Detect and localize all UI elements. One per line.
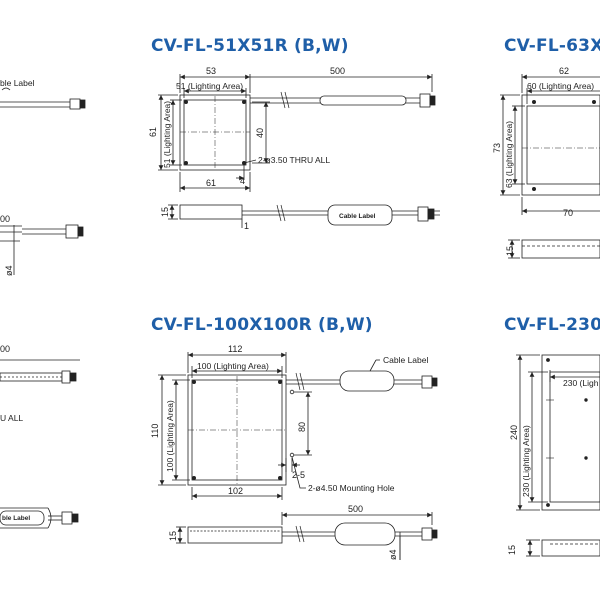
dim-100-side-height-15: 15: [168, 531, 178, 541]
dim-63-width-62: 62: [559, 66, 569, 76]
drawing-51x51-top-view: [158, 74, 436, 192]
dim-63-width-70: 70: [563, 208, 573, 218]
dim-51-side-height-15: 15: [160, 207, 170, 217]
dim-100-cable-500: 500: [348, 504, 363, 514]
dim-51-hole-spacing-40: 40: [255, 128, 265, 138]
dim-51-offset-4: 4: [240, 176, 245, 186]
dim-51-lighting-area: 51 (Lighting Area): [176, 81, 243, 91]
dim-100-height-110: 110: [150, 424, 160, 438]
dim-51-height-61: 61: [148, 127, 158, 137]
drawing-230-side-view: [526, 539, 600, 557]
title-cv-fl-51x51r: CV-FL-51X51R (B,W): [151, 36, 349, 56]
dim-230-lighting-area: 230 (Ligh: [563, 378, 599, 388]
drawing-230-top-view: [516, 354, 600, 511]
dim-230-side-height-15: 15: [507, 545, 517, 555]
dim-63-height-73: 73: [492, 143, 502, 153]
dim-100-cable-phi4: ø4: [388, 549, 398, 560]
dim-100-bottom-102: 102: [228, 486, 243, 496]
dim-51-bottom-61: 61: [206, 178, 216, 188]
dim-63-vertical-lighting-area: 63 (Lighting Area): [504, 121, 514, 188]
left-thru-all-fragment: U ALL: [0, 413, 23, 423]
cable-label-51: Cable Label: [339, 213, 376, 220]
left-phi4-fragment: ø4: [4, 265, 14, 276]
title-cv-fl-63x: CV-FL-63X: [504, 36, 600, 56]
drawing-51x51-side-view: [168, 204, 440, 228]
cable-label-callout-100: Cable Label: [383, 355, 428, 365]
dim-51-width-53: 53: [206, 66, 216, 76]
drawing-100x100-side-view: [176, 512, 438, 560]
dim-100-mounting-holes: 2-ø4.50 Mounting Hole: [308, 483, 395, 493]
dim-230-height-240: 240: [509, 425, 519, 440]
dim-100-lighting-area: 100 (Lighting Area): [197, 361, 269, 371]
dim-100-vertical-lighting-area: 100 (Lighting Area): [165, 400, 175, 472]
dim-51-side-1: 1: [244, 221, 249, 231]
left-cable-label-fragment-b: ble Label: [2, 515, 30, 522]
drawing-100x100-top-view: [158, 352, 438, 500]
dim-51-thru-holes: 2-ø3.50 THRU ALL: [258, 155, 330, 165]
title-cv-fl-100x100r: CV-FL-100X100R (B,W): [151, 315, 373, 335]
dim-230-vertical-lighting-area: 230 (Lighting Area): [521, 425, 531, 497]
dim-100-hole-spacing-80: 80: [297, 422, 307, 432]
dim-51-vertical-lighting-area: 51 (Lighting Area): [162, 101, 172, 168]
dim-100-width-112: 112: [228, 344, 242, 354]
dim-51-cable-500: 500: [330, 66, 345, 76]
left-column-fragments: [0, 87, 86, 529]
dim-100-offset-2-5: 2-5: [292, 470, 305, 480]
left-dim-500-fragment: 00: [0, 214, 10, 224]
dim-63-lighting-area: 60 (Lighting Area): [527, 81, 594, 91]
drawing-63x-side-view: [508, 239, 600, 259]
left-dim-500-fragment-b: 00: [0, 344, 10, 354]
drawing-63x-top-view: [500, 74, 600, 215]
dim-63-side-height-15: 15: [505, 246, 515, 256]
title-cv-fl-230: CV-FL-230: [504, 315, 600, 335]
left-cable-label-fragment: ble Label: [0, 78, 35, 88]
